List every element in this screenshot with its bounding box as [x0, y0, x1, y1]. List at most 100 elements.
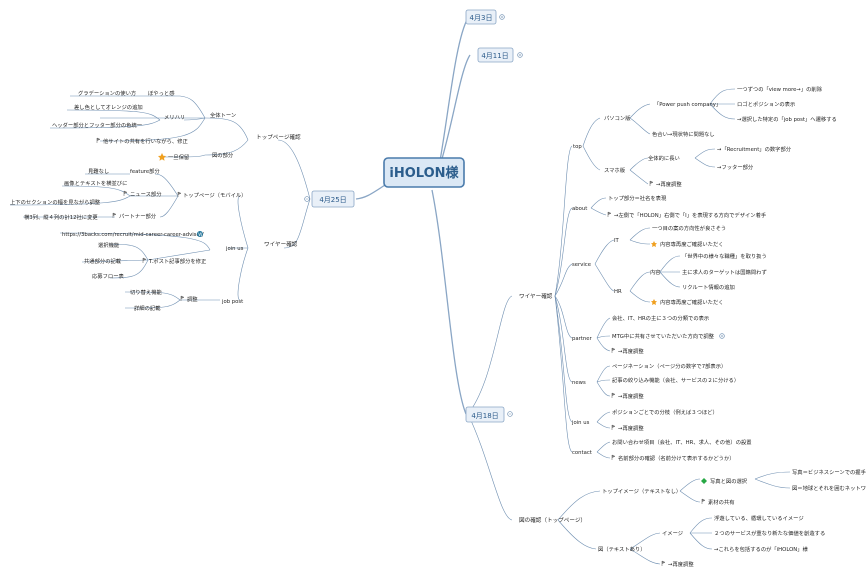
- date-node-apr11[interactable]: 4月11日: [477, 47, 523, 63]
- topic-merihari[interactable]: メリハリ: [164, 115, 185, 121]
- topic-apply-flow[interactable]: 応募フロー表: [92, 272, 124, 280]
- topic-contact[interactable]: contact: [572, 450, 592, 456]
- topic-photo-select[interactable]: 写真と図の選択: [710, 477, 748, 485]
- flag-icon: [611, 392, 616, 398]
- topic-pc[interactable]: パソコン版: [604, 114, 631, 122]
- topic-top-image[interactable]: トップイメージ（テキストなし）: [602, 488, 681, 495]
- topic-push-company[interactable]: 「Power push company」: [654, 101, 721, 108]
- topic-joinus-readjust[interactable]: →再度調整: [618, 424, 644, 432]
- topic-hr-confirm[interactable]: 内容専再度ご確認いただく: [660, 298, 724, 306]
- topic-zu-part[interactable]: 図の部分: [212, 151, 234, 159]
- topic-adjust[interactable]: 調整: [187, 295, 198, 303]
- topic-recruitment[interactable]: →「Recruitment」の数字部分: [717, 145, 792, 153]
- topic-holon-i[interactable]: →左側で「HOLON」右側で「I」を表現する方向でデザイン着手: [614, 211, 767, 219]
- topic-recruit-info[interactable]: リクルート情報の追加: [682, 283, 735, 291]
- topic-mobile-top[interactable]: トップページ（モバイル）: [183, 192, 246, 199]
- topic-tpost[interactable]: T.ポスト記事部分を修正: [148, 257, 207, 265]
- topic-top[interactable]: top: [573, 144, 582, 150]
- topic-jobpost[interactable]: job post: [221, 299, 243, 305]
- topic-iholon-include[interactable]: →これらを包括するのが「iHOLON」様: [714, 545, 809, 553]
- topic-inquiry-items[interactable]: お問い合わせ項目（会社、IT、HR、求人、その他）の設置: [612, 438, 752, 446]
- topic-logo-position[interactable]: ロゴとポジションの表示: [737, 100, 795, 108]
- date-node-apr3[interactable]: 4月3日: [465, 9, 505, 25]
- flag-icon: [661, 560, 666, 566]
- topic-filter[interactable]: 記事の絞り込み機能（会社、サービスの２に分ける）: [612, 376, 739, 384]
- topic-wire18[interactable]: ワイヤー確認: [519, 292, 553, 300]
- topic-color[interactable]: 色合い→現状特に問題なし: [652, 130, 715, 138]
- flag-icon: [96, 137, 101, 143]
- green-diamond-icon: [701, 478, 707, 484]
- topic-partner-part[interactable]: パートナー部分: [119, 212, 157, 220]
- topic-url[interactable]: https://3backs.com/recruit/mid-career-ca…: [62, 232, 204, 238]
- topic-partner-readjust[interactable]: →再度調整: [618, 347, 644, 355]
- topic-pagination[interactable]: ページネーション（ページ分の数字で7部表示）: [612, 362, 726, 370]
- topic-joinus[interactable]: join us: [225, 246, 244, 252]
- root-node[interactable]: iHOLON様: [383, 157, 465, 188]
- topic-zu-readjust[interactable]: →再度調整: [668, 560, 694, 568]
- flag-icon: [611, 454, 616, 460]
- date-label-apr25: 4月25日: [319, 196, 346, 204]
- wordpress-icon: W: [197, 231, 203, 237]
- topic-zentai-tone[interactable]: 全体トーン: [210, 111, 236, 119]
- topic-service[interactable]: service: [572, 262, 591, 268]
- topic-zu-confirm[interactable]: 図の確認（トップページ）: [519, 516, 586, 524]
- topic-common[interactable]: 共通部分の記載: [84, 257, 122, 265]
- topic-about[interactable]: about: [572, 206, 587, 212]
- topic-sp[interactable]: スマホ版: [604, 166, 626, 174]
- topic-orange[interactable]: 差し色としてオレンジの追加: [74, 103, 143, 111]
- topic-it[interactable]: IT: [614, 238, 620, 244]
- topic-toppage-confirm[interactable]: トップページ確認: [256, 133, 301, 141]
- topic-it-confirm[interactable]: 内容専再度ご確認いただく: [660, 240, 724, 248]
- topic-floating[interactable]: 浮遊している、循環しているイメージ: [714, 514, 804, 522]
- topic-hr-content[interactable]: 内容: [650, 268, 661, 276]
- sub-branches: [9, 88, 791, 565]
- svg-text:W: W: [198, 232, 202, 237]
- topic-joinus18[interactable]: join us: [571, 420, 590, 426]
- date-node-apr25[interactable]: 4月25日: [304, 190, 355, 208]
- plus-icon: [720, 334, 724, 338]
- date-node-apr18[interactable]: 4月18日: [465, 406, 513, 423]
- topic-any-nationality[interactable]: 主に求人のターゲットは国籍問わず: [682, 268, 767, 276]
- topic-it-first[interactable]: 一つ目の案の方向性が良さそう: [652, 224, 726, 232]
- root-box: [383, 157, 465, 188]
- topic-footer[interactable]: →フッター部分: [717, 163, 754, 171]
- topic-partner-mtg[interactable]: MTG中に共有させていただいた方向で調整: [612, 332, 715, 340]
- topic-position-branch[interactable]: ポジションごとでの分枝（例えば３つほど）: [612, 408, 718, 416]
- topic-two-services[interactable]: ２つのサービスが重なり新たな価値を創造する: [714, 529, 825, 537]
- topic-select[interactable]: 選択機能: [98, 241, 120, 249]
- topic-other-site[interactable]: 他サイトの共有を行いながら、修正: [103, 137, 188, 145]
- topic-image[interactable]: イメージ: [662, 531, 683, 537]
- topic-wire-confirm[interactable]: ワイヤー確認: [264, 240, 298, 248]
- topic-partner[interactable]: partner: [572, 336, 592, 342]
- plus-icon: [500, 15, 504, 19]
- topic-partner-3types[interactable]: 会社、IT、HRの主に３つの分類での表示: [612, 314, 709, 322]
- topic-sp-readjust[interactable]: →再度調整: [656, 180, 682, 188]
- topic-material-share[interactable]: 素材の共有: [708, 498, 735, 506]
- topic-zu-with-text[interactable]: 図（テキストあり）: [598, 546, 646, 553]
- apr25-subtree: トップページ確認 全体トーン ぼやっと感 グラデーションの使い方 メリハリ 差し…: [10, 89, 301, 312]
- topic-news-part[interactable]: ニュース部分: [130, 190, 162, 198]
- topic-feature[interactable]: feature部分: [130, 167, 160, 175]
- topic-handshake[interactable]: 写真＝ビジネスシーンでの握手: [792, 468, 866, 476]
- topic-name-check[interactable]: 名前部分の確認（名前分けて表示するかどうか）: [618, 454, 735, 462]
- topic-jobpost-transition[interactable]: →選択した特定の「job post」へ遷移する: [737, 115, 837, 123]
- topic-12-companies[interactable]: 横3列、縦４列の計12社に変更: [24, 213, 98, 221]
- topic-world-jobs[interactable]: 「世界中の様々な職種」を取り扱う: [682, 252, 767, 260]
- topic-company-name[interactable]: トップ部分＝社名を表現: [608, 194, 667, 202]
- topic-header-footer[interactable]: ヘッダー部分とフッター部分の色統一: [52, 121, 143, 129]
- topic-img-text[interactable]: 画像とテキストを横並びに: [64, 179, 127, 187]
- topic-news-readjust[interactable]: →再度調整: [618, 392, 644, 400]
- flag-icon: [611, 347, 616, 353]
- topic-view-more[interactable]: 一つずつの「view more→」の削除: [737, 85, 823, 93]
- topic-hold[interactable]: 一旦保留: [168, 153, 189, 161]
- topic-news[interactable]: news: [572, 380, 586, 386]
- topic-boyatto[interactable]: ぼやっと感: [148, 89, 175, 97]
- topic-long[interactable]: 全体的に長い: [648, 154, 680, 162]
- topic-gradation[interactable]: グラデーションの使い方: [78, 89, 136, 97]
- topic-no-issue[interactable]: 見難なし: [88, 167, 109, 175]
- topic-hr[interactable]: HR: [614, 289, 622, 295]
- topic-detail[interactable]: 詳細の記載: [134, 304, 161, 312]
- topic-section-width[interactable]: 上下のセクションの幅を見ながら調整: [10, 198, 101, 206]
- topic-earth-network[interactable]: 図＝地球とそれを囲むネットワーク？: [792, 484, 866, 492]
- topic-switch[interactable]: 切り替え機能: [130, 288, 162, 296]
